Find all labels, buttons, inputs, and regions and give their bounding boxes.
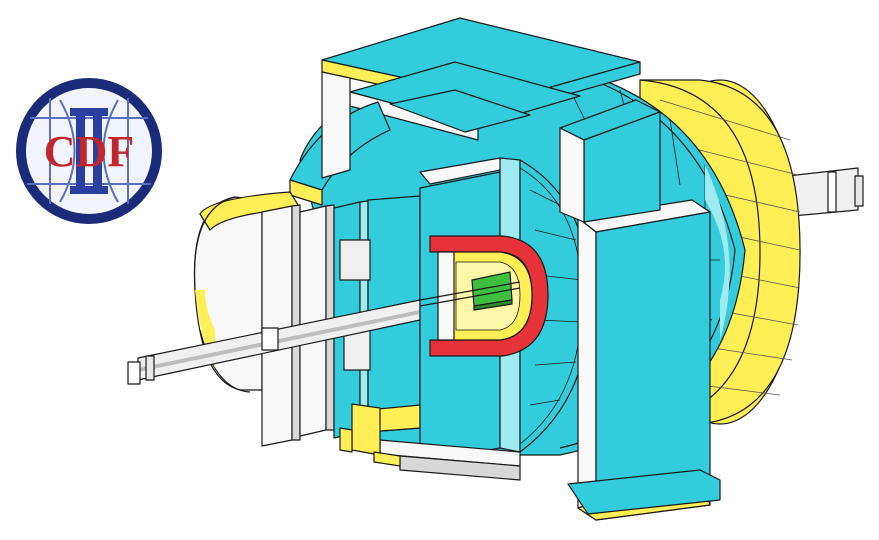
lower-plates xyxy=(339,403,521,481)
logo-roman-numeral xyxy=(70,108,108,194)
logo-text: CDF xyxy=(44,127,134,176)
beam-pipe-left xyxy=(127,299,421,385)
front-muon-slab-right xyxy=(567,199,721,521)
left-arch xyxy=(289,71,391,206)
detector-drawing xyxy=(127,17,864,521)
cdf-logo: CDF xyxy=(16,78,162,224)
upper-block-right xyxy=(559,99,661,223)
top-muon-slab xyxy=(321,17,641,141)
logo-inner-disc xyxy=(26,88,152,214)
silicon-detector xyxy=(419,271,521,311)
logo-grid xyxy=(27,98,151,204)
